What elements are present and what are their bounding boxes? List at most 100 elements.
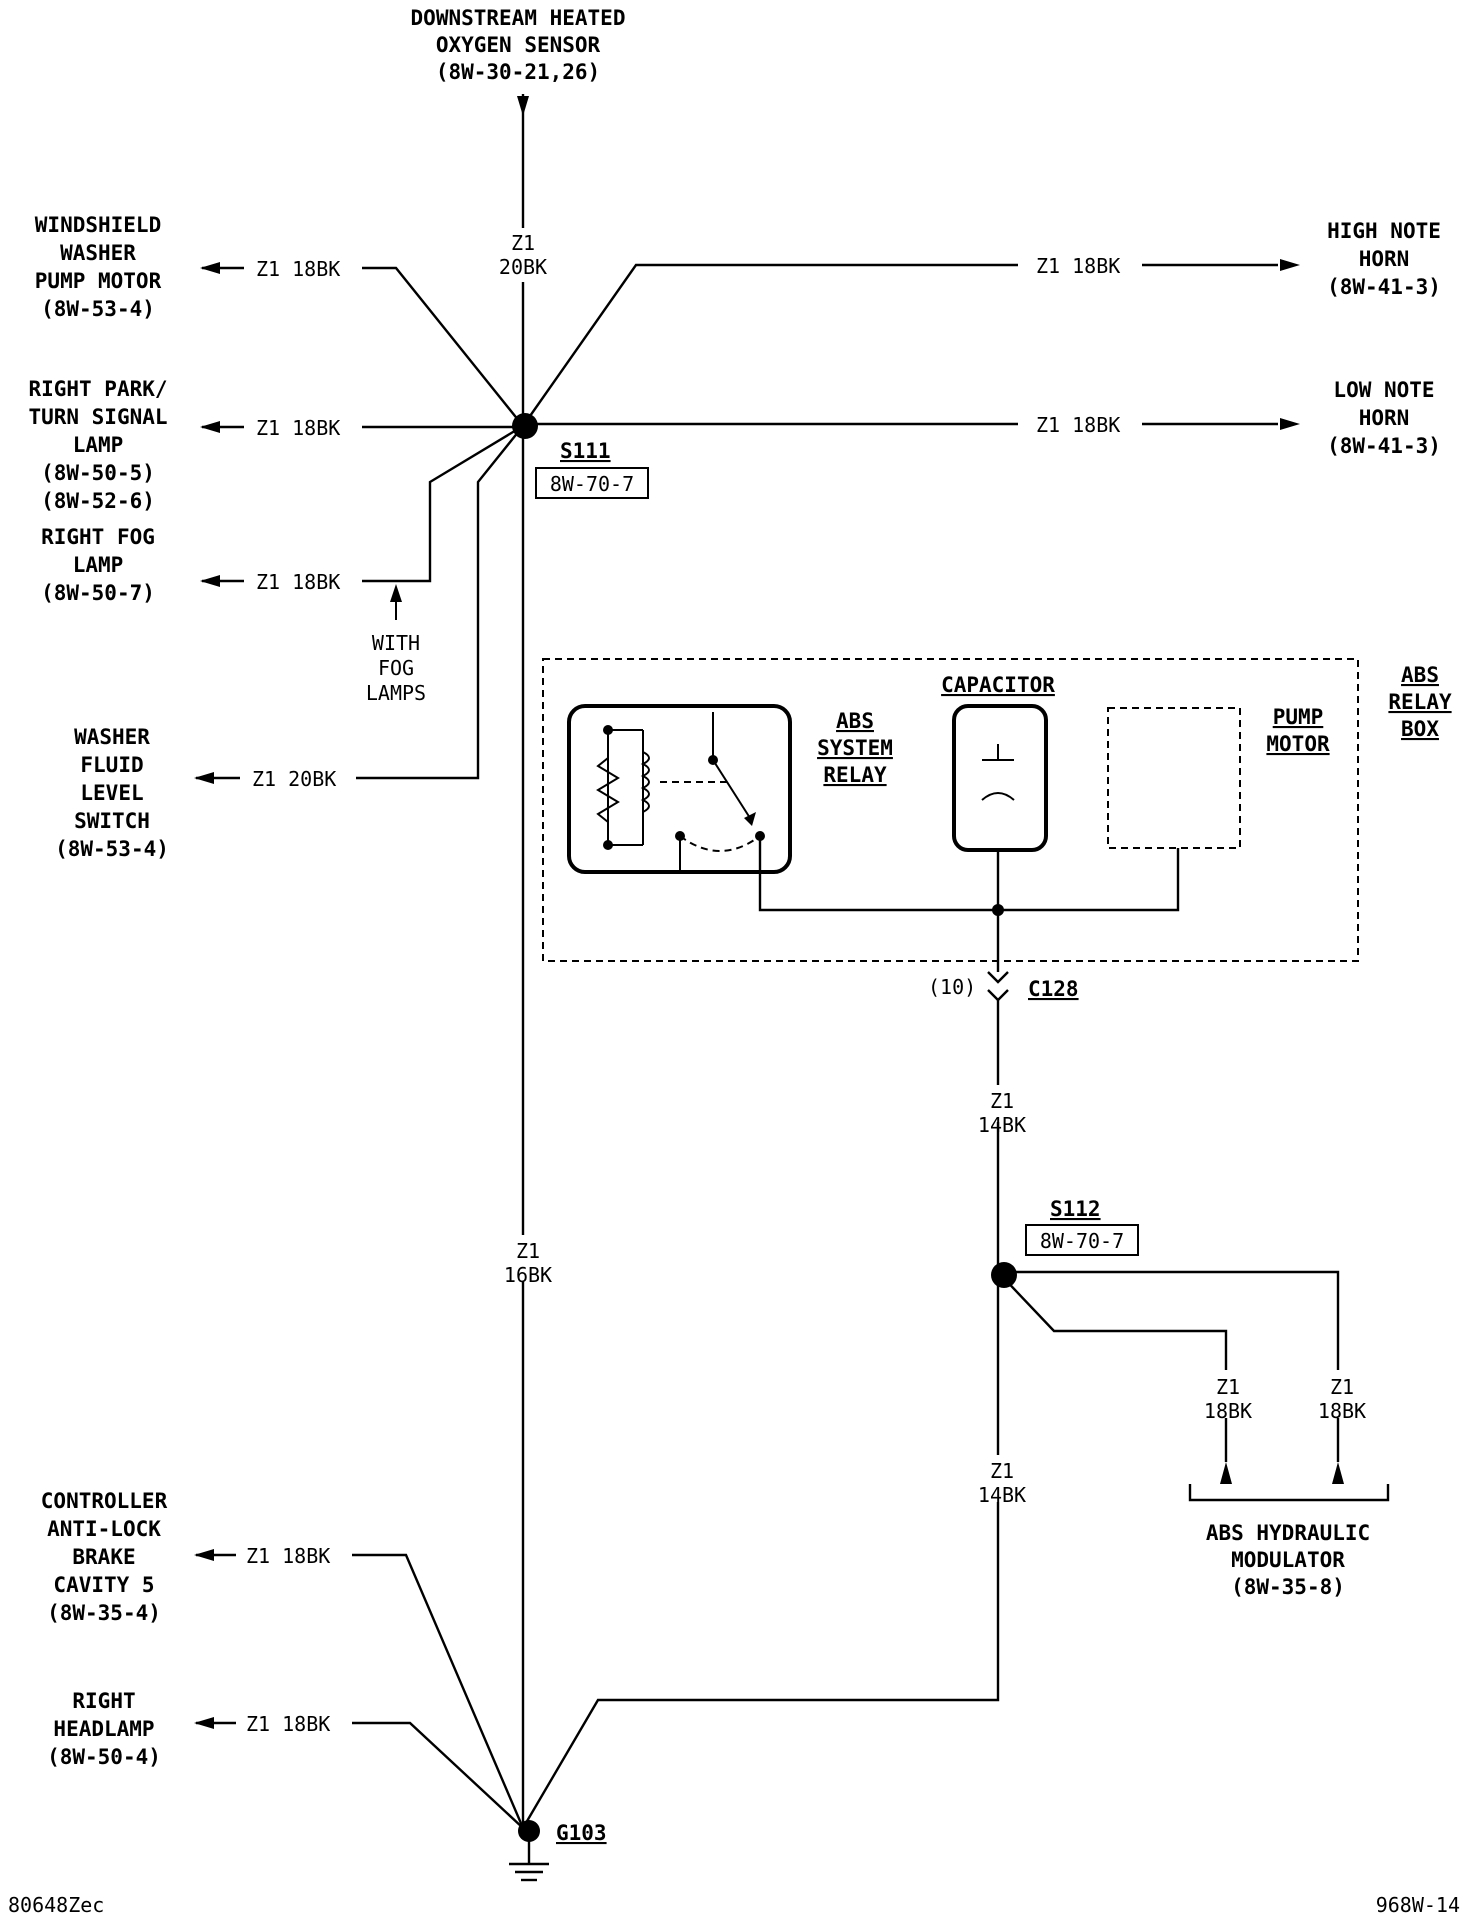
- low-horn-wire-label: Z1 18BK: [1036, 413, 1120, 437]
- wire-controller-abs: [352, 1553, 525, 1829]
- wires: [352, 94, 1340, 1829]
- footer-left: 80648Zec: [8, 1893, 104, 1917]
- connector-c128: [987, 971, 1009, 1002]
- washer-pump-line-1: WINDSHIELD: [35, 213, 161, 237]
- trunk-wire-20bk: 20BK: [499, 255, 547, 279]
- high-horn-line-3: (8W-41-3): [1327, 275, 1441, 299]
- park-turn-line-4: (8W-50-5): [41, 461, 155, 485]
- wire-14bk-upper-gauge: 14BK: [978, 1113, 1026, 1137]
- pin-park-turn: [200, 421, 244, 433]
- labels: DOWNSTREAM HEATED OXYGEN SENSOR (8W-30-2…: [8, 6, 1460, 1917]
- ground-g103-dot: [518, 1820, 540, 1842]
- wire-14bk-lower-z1: Z1: [990, 1459, 1014, 1483]
- pin-washer-switch: [194, 772, 240, 784]
- washer-switch-line-1: WASHER: [74, 725, 150, 749]
- washer-switch-line-5: (8W-53-4): [55, 837, 169, 861]
- splice-s111-dot: [512, 413, 538, 439]
- o2-sensor-line-2: OXYGEN SENSOR: [436, 33, 601, 57]
- right-headlamp-line-3: (8W-50-4): [47, 1745, 161, 1769]
- pump-motor-body: [1107, 707, 1241, 849]
- c128-label: C128: [1028, 977, 1079, 1001]
- s112-ref-box: [1025, 1224, 1139, 1256]
- pin-fog-lamp: [200, 575, 244, 587]
- splice-s111-label: S111: [560, 439, 611, 463]
- washer-switch-line-3: LEVEL: [80, 781, 143, 805]
- arrow-modulator-1: [1220, 1462, 1232, 1484]
- ground-g103-label: G103: [556, 1821, 607, 1845]
- wire-14bk-upper-z1: Z1: [990, 1089, 1014, 1113]
- wire-fog-lamp: [362, 424, 524, 583]
- capacitor-junction: [992, 904, 1004, 916]
- fog-note-line-2: FOG: [378, 656, 414, 680]
- splice-s112-label: S112: [1050, 1197, 1101, 1221]
- splice-s111-ref: 8W-70-7: [550, 472, 634, 496]
- pump-motor-line-1: PUMP: [1273, 705, 1324, 729]
- modulator-bracket: [1188, 1484, 1390, 1502]
- fog-note-line-1: WITH: [372, 631, 420, 655]
- arrow-o2-sensor: [517, 96, 529, 116]
- s111-ref-box: [535, 467, 649, 499]
- pump-motor-line-2: MOTOR: [1266, 732, 1330, 756]
- fog-lamp-line-3: (8W-50-7): [41, 581, 155, 605]
- right-headlamp-line-1: RIGHT: [72, 1689, 135, 1713]
- low-horn-line-2: HORN: [1359, 406, 1410, 430]
- park-turn-line-2: TURN SIGNAL: [28, 405, 167, 429]
- park-turn-line-5: (8W-52-6): [41, 489, 155, 513]
- modulator-wire-1-gauge: 18BK: [1204, 1399, 1252, 1423]
- washer-switch-line-2: FLUID: [80, 753, 143, 777]
- controller-abs-line-5: (8W-35-4): [47, 1601, 161, 1625]
- high-horn-line-1: HIGH NOTE: [1327, 219, 1441, 243]
- washer-pump-line-3: PUMP MOTOR: [35, 269, 162, 293]
- washer-pump-wire-label: Z1 18BK: [256, 257, 340, 281]
- ground-symbol: [509, 1838, 549, 1882]
- right-headlamp-line-2: HEADLAMP: [53, 1717, 154, 1741]
- footer-right: 968W-14: [1376, 1893, 1460, 1917]
- fog-note-line-3: LAMPS: [366, 681, 426, 705]
- high-horn-line-2: HORN: [1359, 247, 1410, 271]
- capacitor-plate-curved: [981, 792, 1015, 801]
- abs-modulator-line-2: MODULATOR: [1231, 1548, 1345, 1572]
- arrow-modulator-2: [1332, 1462, 1344, 1484]
- fog-lamp-line-1: RIGHT FOG: [41, 525, 155, 549]
- modulator-wire-2-gauge: 18BK: [1318, 1399, 1366, 1423]
- abs-relay-box-outline: [542, 658, 1359, 962]
- abs-modulator-line-1: ABS HYDRAULIC: [1206, 1521, 1370, 1545]
- controller-abs-line-3: BRAKE: [72, 1545, 135, 1569]
- trunk-wire-z1: Z1: [511, 231, 535, 255]
- modulator-wire-1-z1: Z1: [1216, 1375, 1240, 1399]
- high-horn-wire-label: Z1 18BK: [1036, 254, 1120, 278]
- low-horn-line-3: (8W-41-3): [1327, 434, 1441, 458]
- capacitor-body: [952, 704, 1048, 852]
- washer-pump-line-4: (8W-53-4): [41, 297, 155, 321]
- pin-low-horn: [1280, 418, 1300, 430]
- park-turn-line-3: LAMP: [73, 433, 124, 457]
- fog-lamp-wire-label: Z1 18BK: [256, 570, 340, 594]
- wire-washer-switch: [356, 425, 524, 780]
- relay-coil: [596, 725, 650, 850]
- abs-system-relay-line-2: SYSTEM: [817, 736, 893, 760]
- splice-s112-ref: 8W-70-7: [1040, 1229, 1124, 1253]
- c128-pin-label: (10): [928, 975, 976, 999]
- wire-14bk-to-ground: [521, 1502, 1000, 1829]
- abs-relay-box-line-2: RELAY: [1388, 690, 1452, 714]
- washer-switch-wire-label: Z1 20BK: [252, 767, 336, 791]
- low-horn-line-1: LOW NOTE: [1333, 378, 1434, 402]
- pin-high-horn: [1280, 259, 1300, 271]
- controller-abs-line-1: CONTROLLER: [41, 1489, 168, 1513]
- abs-system-relay-line-3: RELAY: [823, 763, 887, 787]
- controller-abs-wire-label: Z1 18BK: [246, 1544, 330, 1568]
- washer-switch-line-4: SWITCH: [74, 809, 150, 833]
- wire-14bk-lower-gauge: 14BK: [978, 1483, 1026, 1507]
- fog-lamp-line-2: LAMP: [73, 553, 124, 577]
- relay-output-wire: [758, 836, 1180, 912]
- wire-high-horn: [522, 263, 1018, 427]
- arrows: [194, 96, 1344, 1729]
- modulator-wire-2-z1: Z1: [1330, 1375, 1354, 1399]
- wire-16bk-z1: Z1: [516, 1239, 540, 1263]
- wire-modulator-2: [998, 1270, 1340, 1370]
- right-headlamp-wire-label: Z1 18BK: [246, 1712, 330, 1736]
- pin-washer-pump: [200, 262, 244, 274]
- controller-abs-line-4: CAVITY 5: [53, 1573, 154, 1597]
- park-turn-wire-label: Z1 18BK: [256, 416, 340, 440]
